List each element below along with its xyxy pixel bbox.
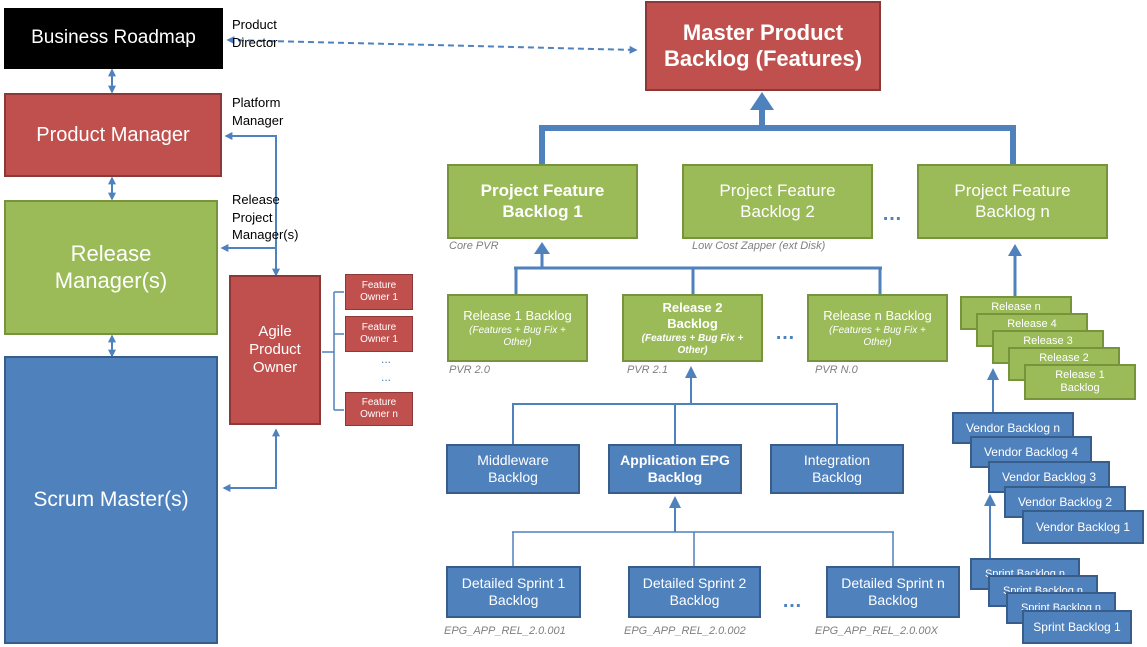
release-project-managers-label: Release Project Manager(s) [232,192,299,243]
release-2-backlog: Release 2 Backlog(Features + Bug Fix + O… [622,294,763,362]
release-managers-label: Release Manager(s) [54,241,168,293]
sprint-stack-1: Sprint Backlog 1 [1022,610,1132,644]
feature-owner-label: Feature Owner 1 [360,280,398,303]
release-backlog-sublabel: (Features + Bug Fix + Other) [829,325,926,348]
release-stack-label: Release 1 Backlog [1055,368,1105,394]
sprint-caption-n: EPG_APP_REL_2.0.00X [815,625,938,637]
detailed-sprint-n-backlog: Detailed Sprint n Backlog [826,566,960,618]
project-feature-backlog-label: Project Feature Backlog 2 [719,181,836,221]
vendor-backlog-label: Vendor Backlog 4 [983,445,1079,459]
project-feature-backlog-1: Project Feature Backlog 1 [447,164,638,239]
component-backlog-label: Middleware Backlog [477,452,549,485]
release-ellipsis: … [775,322,795,344]
arrowhead-sprint-stack [984,494,996,506]
project-ellipsis: … [882,203,902,225]
sprint-ellipsis: … [782,590,802,612]
agile-product-owner-label: Agile Product Owner [249,323,301,376]
arrow-roadmap-master [226,36,638,54]
master-product-backlog-label: Master Product Backlog (Features) [663,19,863,71]
feature-owner-ellipsis-1: ... [381,352,392,366]
feature-owner-label: Feature Owner n [360,397,398,420]
arrowhead-vendor [987,368,999,380]
release-1-backlog: Release 1 Backlog (Features + Bug Fix + O… [447,294,588,362]
project-feature-backlog-label: Project Feature Backlog n [954,181,1071,221]
sprint-stack-label: Sprint Backlog 1 [1033,619,1121,634]
vendor-backlog-label: Vendor Backlog n [965,421,1061,435]
arrow-pm-apo [224,132,280,277]
scrum-masters-label: Scrum Master(s) [33,488,189,512]
feature-owner-label: Feature Owner 1 [360,322,398,345]
sprint-backlog-label: Detailed Sprint n Backlog [841,575,945,608]
release-backlog-label: Release n Backlog [823,307,932,323]
release-stack-label: Release 2 [1039,352,1089,364]
business-roadmap-box: Business Roadmap [4,8,223,69]
project-feature-backlog-2: Project Feature Backlog 2 [682,164,873,239]
component-backlog-label: Integration Backlog [803,452,871,485]
release-managers-box: Release Manager(s) [4,200,218,335]
arrow-apo-sm [222,428,280,492]
project-caption-1: Core PVR [449,240,499,252]
release-backlog-label: Release 1 Backlog [463,307,572,323]
sprint-backlog-label: Detailed Sprint 2 Backlog [642,575,747,608]
detailed-sprint-1-backlog: Detailed Sprint 1 Backlog [446,566,581,618]
release-caption-2: PVR 2.1 [627,364,668,376]
detailed-sprint-2-backlog: Detailed Sprint 2 Backlog [628,566,761,618]
vendor-backlog-1: Vendor Backlog 1 [1022,510,1144,544]
business-roadmap-label: Business Roadmap [31,27,196,49]
integration-backlog: Integration Backlog [770,444,904,494]
product-manager-box: Product Manager [4,93,222,177]
vendor-backlog-label: Vendor Backlog 3 [1001,470,1097,484]
release-caption-1: PVR 2.0 [449,364,490,376]
product-director-label: Product Director [232,17,278,50]
scrum-masters-box: Scrum Master(s) [4,356,218,644]
project-caption-2: Low Cost Zapper (ext Disk) [692,240,826,252]
arrowhead-master [750,92,774,110]
vendor-backlog-label: Vendor Backlog 2 [1017,495,1113,509]
feature-owner-box-1: Feature Owner 1 [345,274,413,310]
release-stack-label: Release 4 [1007,318,1057,330]
arrowhead-p1 [534,242,550,254]
platform-manager-label: Platform Manager [232,95,284,128]
release-stack-label: Release n [991,301,1041,313]
master-product-backlog-box: Master Product Backlog (Features) [645,1,881,91]
release-backlog-sublabel: (Features + Bug Fix + Other) [469,325,566,348]
arrowhead-r2 [685,366,697,378]
release-n-backlog: Release n Backlog (Features + Bug Fix + O… [807,294,948,362]
arrowhead-epg [669,496,681,508]
project-feature-backlog-label: Project Feature Backlog 1 [480,181,605,221]
release-stack-1: Release 1 Backlog [1024,364,1136,400]
release-stack-label: Release 3 [1023,335,1073,347]
arrowhead-pn [1008,244,1022,256]
feature-owner-box-2: Feature Owner 1 [345,316,413,352]
sprint-caption-2: EPG_APP_REL_2.0.002 [624,625,746,637]
feature-owner-ellipsis-2: ... [381,370,392,384]
project-feature-backlog-n: Project Feature Backlog n [917,164,1108,239]
product-manager-label: Product Manager [36,124,190,146]
sprint-backlog-label: Detailed Sprint 1 Backlog [461,575,566,608]
component-backlog-label: Application EPG Backlog [620,452,730,485]
middleware-backlog: Middleware Backlog [446,444,580,494]
release-backlog-label: Release 2 Backlog [662,299,723,331]
feature-owner-box-n: Feature Owner n [345,392,413,426]
agile-product-owner-box: Agile Product Owner [229,275,321,425]
application-epg-backlog: Application EPG Backlog [608,444,742,494]
sprint-caption-1: EPG_APP_REL_2.0.001 [444,625,566,637]
release-caption-n: PVR N.0 [815,364,858,376]
vendor-backlog-label: Vendor Backlog 1 [1035,519,1131,534]
release-backlog-sublabel: (Features + Bug Fix + Other) [641,333,744,356]
